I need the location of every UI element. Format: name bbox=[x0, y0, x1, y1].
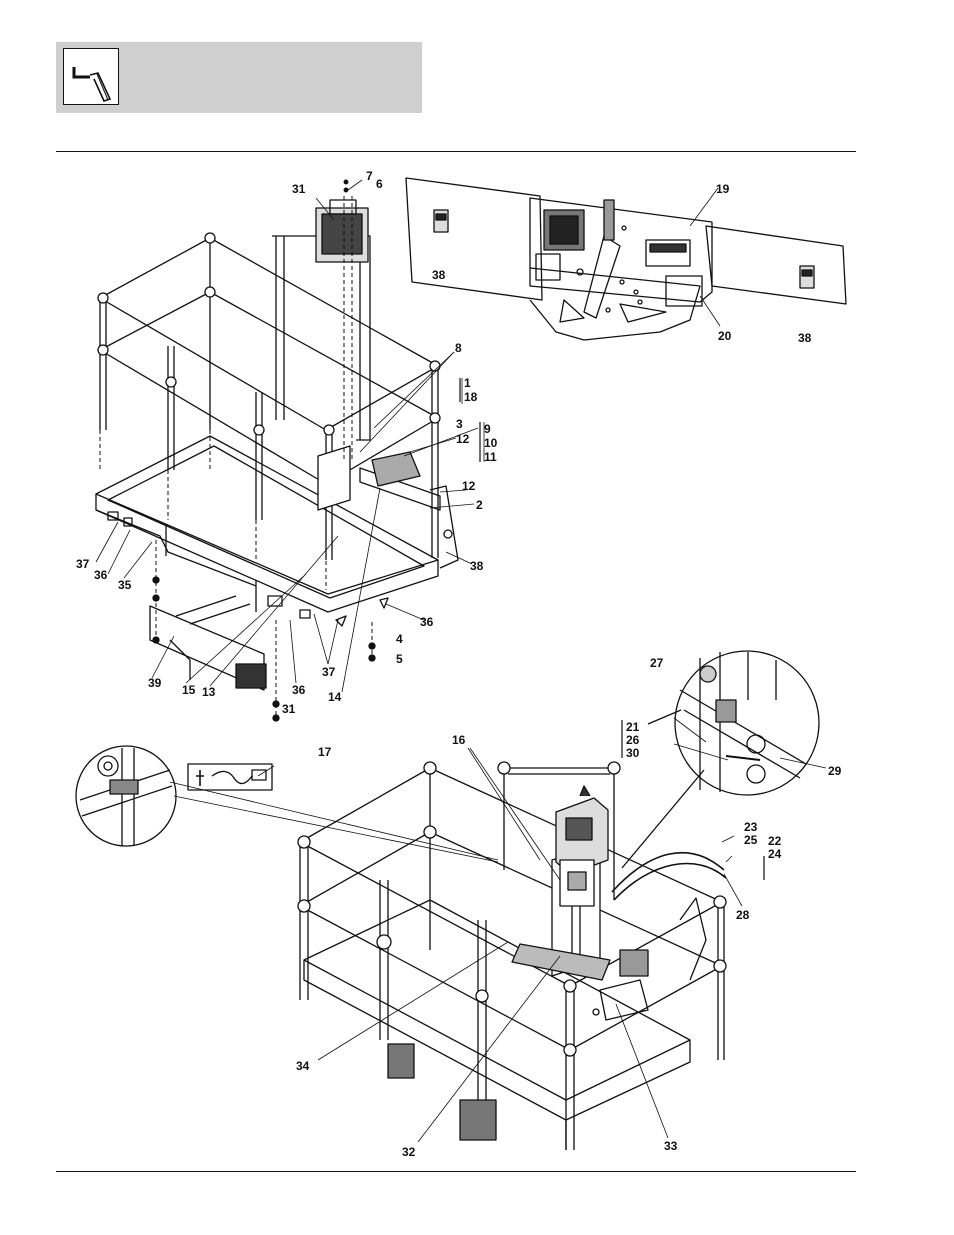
callout-38: 38 bbox=[470, 559, 484, 573]
callout-labels: 31 7 6 19 38 20 38 8 1 18 3 12 9 10 11 1… bbox=[76, 169, 842, 1159]
callout-18: 18 bbox=[464, 390, 478, 404]
exploded-platform bbox=[96, 180, 458, 721]
callout-31: 31 bbox=[282, 702, 296, 716]
callout-7: 7 bbox=[366, 169, 373, 183]
callout-35: 35 bbox=[118, 578, 132, 592]
callout-36: 36 bbox=[292, 683, 306, 697]
callout-31: 31 bbox=[292, 182, 306, 196]
callout-38: 38 bbox=[432, 268, 446, 282]
callout-36: 36 bbox=[94, 568, 108, 582]
callout-28: 28 bbox=[736, 908, 750, 922]
callout-10: 10 bbox=[484, 436, 498, 450]
callout-25: 25 bbox=[744, 833, 758, 847]
callout-29: 29 bbox=[828, 764, 842, 778]
callout-34: 34 bbox=[296, 1059, 310, 1073]
callout-14: 14 bbox=[328, 690, 342, 704]
callout-3: 3 bbox=[456, 417, 463, 431]
callout-27: 27 bbox=[650, 656, 664, 670]
callout-33: 33 bbox=[664, 1139, 678, 1153]
callout-1: 1 bbox=[464, 376, 471, 390]
callout-24: 24 bbox=[768, 847, 782, 861]
detail-magnify-circle bbox=[622, 651, 819, 868]
callout-36: 36 bbox=[420, 615, 434, 629]
callout-26: 26 bbox=[626, 733, 640, 747]
callout-12: 12 bbox=[456, 432, 470, 446]
callout-9: 9 bbox=[484, 422, 491, 436]
callout-30: 30 bbox=[626, 746, 640, 760]
callout-21: 21 bbox=[626, 720, 640, 734]
callout-6: 6 bbox=[376, 177, 383, 191]
callout-15: 15 bbox=[182, 683, 196, 697]
callout-38: 38 bbox=[798, 331, 812, 345]
callout-5: 5 bbox=[396, 652, 403, 666]
callout-22: 22 bbox=[768, 834, 782, 848]
callout-11: 11 bbox=[484, 450, 497, 464]
callout-brackets bbox=[460, 378, 764, 880]
callout-32: 32 bbox=[402, 1145, 416, 1159]
rear-mount-view bbox=[406, 178, 846, 340]
callout-37: 37 bbox=[322, 665, 336, 679]
callout-20: 20 bbox=[718, 329, 732, 343]
callout-13: 13 bbox=[202, 685, 216, 699]
callout-19: 19 bbox=[716, 182, 730, 196]
callout-23: 23 bbox=[744, 820, 758, 834]
callout-2: 2 bbox=[476, 498, 483, 512]
callout-17: 17 bbox=[318, 745, 332, 759]
leader-lines-bottom bbox=[258, 718, 826, 1142]
callout-37: 37 bbox=[76, 557, 90, 571]
callout-12: 12 bbox=[462, 479, 476, 493]
callout-8: 8 bbox=[455, 341, 462, 355]
callout-16: 16 bbox=[452, 733, 466, 747]
callout-39: 39 bbox=[148, 676, 162, 690]
callout-4: 4 bbox=[396, 632, 403, 646]
